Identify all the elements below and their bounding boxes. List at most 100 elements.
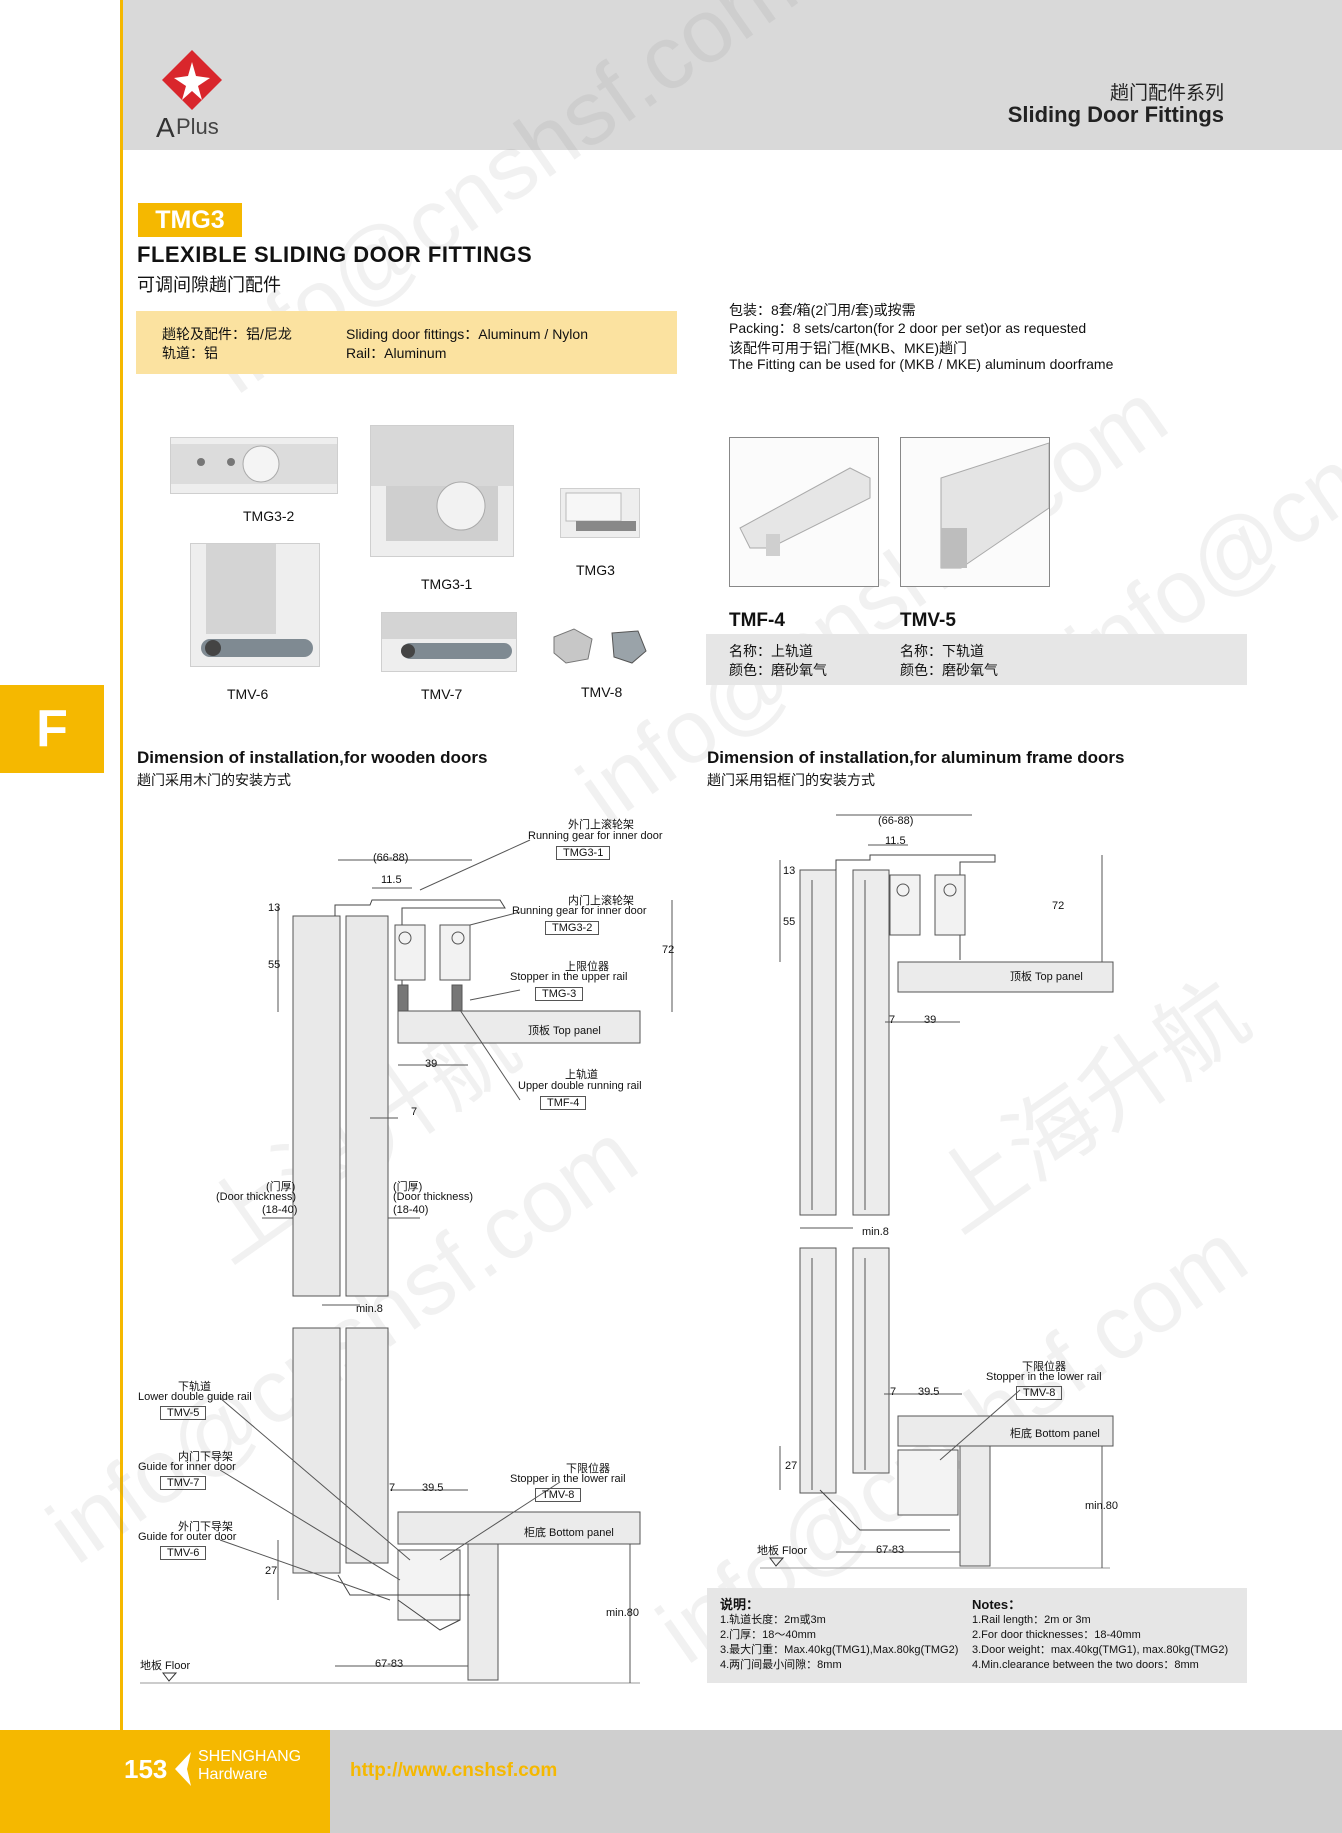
brand-logo (160, 48, 224, 112)
wood-label-1-cn: 外门上滚轮架 (568, 819, 634, 831)
rail-color-tmv-5: 颜色：磨砂氧气 (900, 662, 998, 678)
wood-label-4-cn: 上轨道 (565, 1069, 598, 1081)
alu-dim-9: 7 (890, 1386, 897, 1398)
wood-label-6-en: Guide for inner door (138, 1461, 236, 1473)
header-title-en: Sliding Door Fittings (1007, 102, 1224, 127)
wood-label-4-en: Upper double running rail (518, 1080, 642, 1092)
wood-dim-8: min.8 (356, 1303, 383, 1315)
wood-label-3-cn: 上限位器 (565, 961, 609, 973)
rail-name-tmf-4: 名称：上轨道 (729, 643, 813, 659)
part-photo-tmv-7 (381, 612, 517, 672)
alu-dim-4: 55 (783, 916, 796, 928)
notes-cn-4: 4.两门间最小间隙：8mm (720, 1659, 842, 1671)
brand-prefix: A (156, 112, 175, 143)
alu-dim-2: 11.5 (885, 835, 906, 847)
alu-label-8-en: Stopper in the lower rail (986, 1371, 1102, 1383)
wood-thick-cn-right: (门厚) (393, 1181, 423, 1193)
wood-dim-13: 67-83 (375, 1658, 404, 1670)
rail-color-tmf-4: 颜色：磨砂氧气 (729, 662, 827, 678)
part-photo-tmv-6 (190, 543, 320, 667)
packing-en: Packing：8 sets/carton(for 2 door per set… (729, 320, 1087, 336)
notes-en-1: 1.Rail length：2m or 3m (972, 1614, 1091, 1626)
wood-label-2-en: Running gear for inner door (512, 905, 647, 917)
part-photo-tmv-8 (552, 625, 650, 667)
part-label-tmv-6: TMV-6 (227, 686, 269, 702)
notes-en-2: 2.For door thicknesses：18-40mm (972, 1629, 1141, 1641)
part-photo-tmg3 (560, 488, 640, 538)
alu-dim-10: 39.5 (918, 1386, 940, 1398)
wood-thick-cn-left: (门厚) (266, 1181, 296, 1193)
wood-thick-en-right: (Door thickness) (393, 1191, 474, 1203)
alu-dim-5: 72 (1052, 900, 1065, 912)
part-label-tmg3: TMG3 (576, 562, 615, 578)
spec-en-2: Rail：Aluminum (346, 345, 447, 361)
chevron-left-icon (175, 1752, 191, 1786)
alu-title-en: Dimension of installation,for aluminum f… (707, 748, 1125, 767)
part-photo-tmg3-2 (170, 437, 338, 494)
alu-dim-7: 39 (924, 1014, 937, 1026)
wood-dim-3: 13 (268, 902, 281, 914)
alu-bottom-panel: 柜底 Bottom panel (1010, 1428, 1100, 1440)
alu-floor: 地板 Floor (757, 1545, 808, 1557)
rail-code-tmv-5: TMV-5 (900, 610, 956, 631)
footer-company-sub: Hardware (198, 1766, 268, 1783)
rail-name-tmv-5: 名称：下轨道 (900, 643, 984, 659)
wood-label-5-en: Lower double guide rail (138, 1391, 252, 1403)
part-label-tmv-7: TMV-7 (421, 686, 463, 702)
wood-title-cn: 趟门采用木门的安装方式 (137, 772, 291, 788)
alu-title-cn: 趟门采用铝框门的安装方式 (707, 772, 875, 788)
brand-name: Plus (176, 114, 219, 139)
wood-thick-range-left: (18-40) (262, 1204, 298, 1216)
wood-label-7-code: TMV-6 (160, 1546, 207, 1560)
left-margin (0, 0, 122, 1833)
product-title-cn: 可调间隙趟门配件 (137, 275, 281, 295)
product-title-en: FLEXIBLE SLIDING DOOR FITTINGS (137, 242, 533, 267)
footer-company: SHENGHANG (198, 1748, 302, 1765)
part-label-tmv-8: TMV-8 (581, 684, 623, 700)
notes-title-cn: 说明： (720, 1597, 760, 1612)
wood-label-8-cn: 下限位器 (566, 1463, 610, 1475)
alu-dim-12: min.80 (1085, 1500, 1119, 1512)
wood-bottom-panel: 柜底 Bottom panel (524, 1527, 614, 1539)
alu-dim-11: 27 (785, 1460, 798, 1472)
alu-dim-13: 67-83 (876, 1544, 905, 1556)
product-code-tag: TMG3 (138, 203, 242, 237)
spec-cn-1: 趟轮及配件：铝/尼龙 (162, 326, 292, 342)
section-tab: F (0, 685, 104, 773)
notes-en-4: 4.Min.clearance between the two doors：8m… (972, 1659, 1199, 1671)
wood-label-2-cn: 内门上滚轮架 (568, 895, 634, 907)
wood-dim-5: 72 (662, 944, 675, 956)
wood-dim-11: 27 (265, 1565, 278, 1577)
page-number: 153 (124, 1754, 168, 1784)
wood-label-4-code: TMF-4 (540, 1096, 587, 1110)
alu-top-panel: 顶板 Top panel (1010, 971, 1083, 983)
wood-dim-6: 39 (425, 1058, 438, 1070)
notes-en-3: 3.Door weight：max.40kg(TMG1), max.80kg(T… (972, 1644, 1229, 1656)
notes-cn-2: 2.门厚：18～40mm (720, 1629, 816, 1641)
wood-label-1-code: TMG3-1 (556, 846, 611, 860)
alu-dim-8: min.8 (862, 1226, 889, 1238)
rail-photo-tmf-4 (729, 437, 879, 587)
wood-label-6-code: TMV-7 (160, 1476, 207, 1490)
wood-dim-12: min.80 (606, 1607, 640, 1619)
wood-title-en: Dimension of installation,for wooden doo… (137, 748, 488, 767)
alu-dim-3: 13 (783, 865, 796, 877)
alu-label-8-code: TMV-8 (1016, 1386, 1063, 1400)
footer-url[interactable]: http://www.cnshsf.com (350, 1760, 558, 1781)
wood-dim-1: (66-88) (373, 852, 409, 864)
packing-cn: 包装：8套/箱(2门用/套)或按需 (729, 302, 916, 318)
notes-title-en: Notes： (972, 1597, 1022, 1612)
part-label-tmg3-1: TMG3-1 (421, 576, 473, 592)
wood-top-panel: 顶板 Top panel (528, 1025, 601, 1037)
wood-label-7-cn: 外门下导架 (178, 1521, 233, 1533)
header-title-cn: 趟门配件系列 (1109, 83, 1224, 104)
footer-page-block (0, 1730, 330, 1833)
wood-label-8-code: TMV-8 (535, 1488, 582, 1502)
wood-label-1-en: Running gear for inner door (528, 830, 663, 842)
alu-label-8-cn: 下限位器 (1022, 1361, 1066, 1373)
wood-dim-9: 7 (389, 1482, 396, 1494)
yellow-divider-line (120, 0, 123, 1730)
header-band (122, 0, 1342, 150)
wood-thick-range-right: (18-40) (393, 1204, 429, 1216)
